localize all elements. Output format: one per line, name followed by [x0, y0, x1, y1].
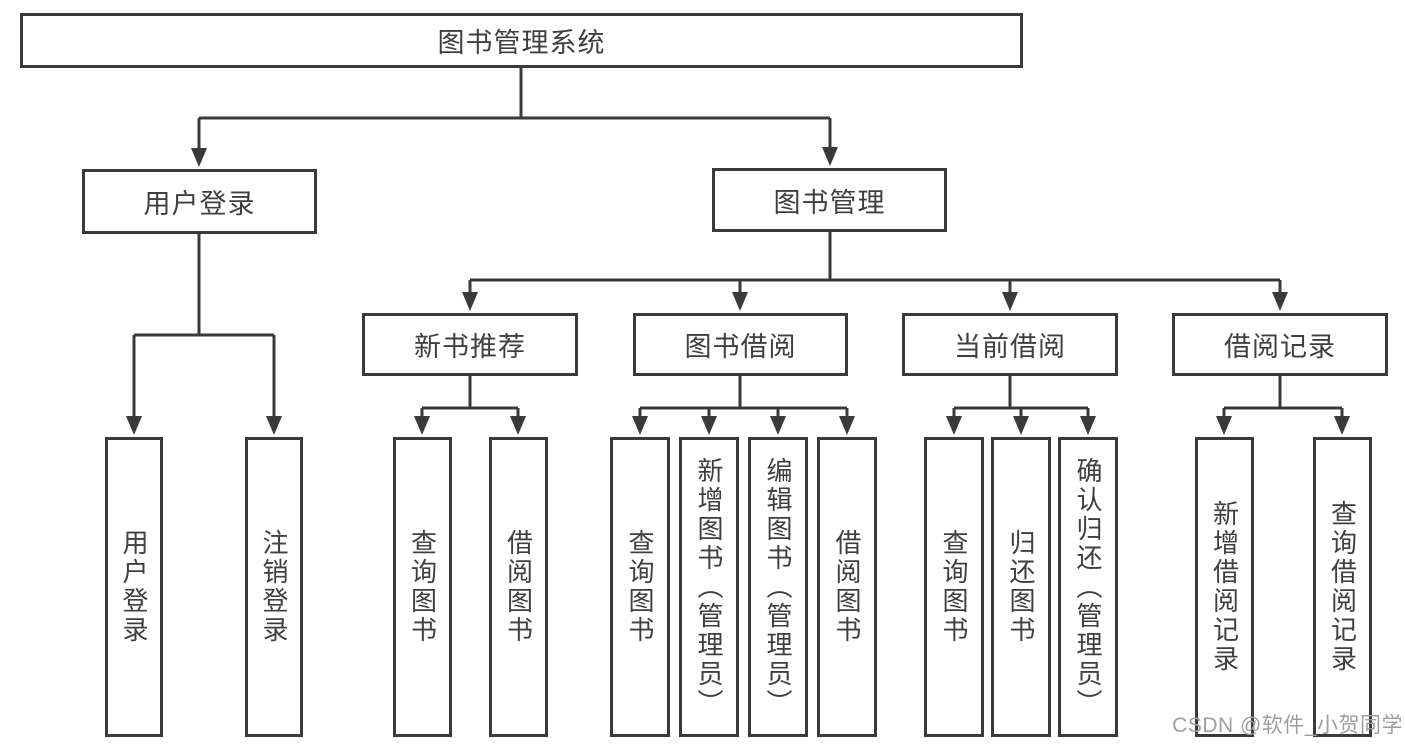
node-book-borrow: 图书借阅: [633, 313, 848, 376]
node-borrow-records: 借阅记录: [1172, 313, 1388, 376]
leaf-label: 查询图书: [407, 529, 438, 645]
leaf-return-books: 归还图书: [991, 437, 1051, 737]
node-user-login-label: 用户登录: [143, 189, 256, 219]
leaf-label: 新增借阅记录: [1209, 500, 1240, 674]
arrowhead: [822, 147, 838, 166]
node-root-label: 图书管理系统: [437, 28, 606, 58]
node-current-borrow: 当前借阅: [902, 313, 1118, 376]
arrowhead: [1002, 292, 1018, 311]
leaf-label: 编辑图书（管理员）: [763, 456, 793, 718]
node-root: 图书管理系统: [20, 13, 1023, 68]
leaf-label: 新增图书（管理员）: [694, 456, 724, 718]
arrowhead: [1080, 416, 1096, 435]
arrowhead: [1216, 416, 1232, 435]
arrowhead: [266, 416, 282, 435]
leaf-label: 归还图书: [1006, 529, 1036, 645]
node-book-mgmt: 图书管理: [712, 168, 947, 232]
arrowhead: [946, 416, 962, 435]
node-user-login: 用户登录: [82, 169, 317, 234]
csdn-watermark: CSDN @软件_小贺同学: [1172, 714, 1403, 737]
leaf-label: 查询图书: [939, 529, 969, 645]
arrowhead: [701, 416, 717, 435]
node-book-borrow-label: 图书借阅: [684, 332, 797, 362]
node-new-book-rec: 新书推荐: [362, 313, 578, 376]
leaf-edit-books-admin: 编辑图书（管理员）: [748, 437, 808, 737]
arrowhead: [126, 416, 142, 435]
connector-user-login-to-leaves: [132, 234, 276, 418]
arrowhead: [770, 416, 786, 435]
leaf-label: 查询借阅记录: [1327, 500, 1358, 674]
leaf-borrow-books-2: 借阅图书: [817, 437, 877, 737]
connector-book-borrow-to-leaves: [638, 376, 849, 418]
leaf-label: 用户登录: [119, 529, 149, 645]
leaf-query-books-3: 查询图书: [924, 437, 984, 737]
connector-root-to-level2: [197, 68, 832, 150]
arrowhead: [839, 416, 855, 435]
leaf-label: 借阅图书: [832, 529, 862, 645]
leaf-label: 注销登录: [259, 529, 289, 645]
leaf-add-books-admin: 新增图书（管理员）: [679, 437, 739, 737]
leaf-logout: 注销登录: [245, 437, 303, 737]
arrowhead: [1013, 416, 1029, 435]
leaf-user-login: 用户登录: [105, 437, 163, 737]
connector-current-borrow-to-leaves: [952, 376, 1090, 418]
connector-new-books-to-leaves: [420, 376, 520, 418]
leaf-label: 借阅图书: [503, 529, 534, 645]
node-new-book-rec-label: 新书推荐: [414, 332, 526, 362]
leaf-query-books-1: 查询图书: [393, 437, 452, 737]
connector-book-mgmt-to-level3: [468, 232, 1282, 294]
arrowhead: [1272, 292, 1288, 311]
arrowhead: [414, 416, 430, 435]
node-borrow-records-label: 借阅记录: [1224, 332, 1336, 362]
arrowhead: [191, 148, 207, 167]
connector-borrow-records-to-leaves: [1222, 376, 1344, 418]
node-current-borrow-label: 当前借阅: [954, 332, 1066, 362]
arrowhead: [732, 292, 748, 311]
leaf-query-books-2: 查询图书: [610, 437, 670, 737]
node-book-mgmt-label: 图书管理: [773, 187, 886, 218]
leaf-query-borrow-record: 查询借阅记录: [1313, 437, 1372, 737]
arrowhead: [1334, 416, 1350, 435]
leaf-label: 查询图书: [625, 529, 655, 645]
leaf-borrow-books-1: 借阅图书: [489, 437, 548, 737]
arrowhead: [510, 416, 526, 435]
arrowhead: [462, 292, 478, 311]
leaf-label: 确认归还（管理员）: [1073, 456, 1103, 718]
leaf-add-borrow-record: 新增借阅记录: [1195, 437, 1254, 737]
arrowhead: [632, 416, 648, 435]
leaf-confirm-return-admin: 确认归还（管理员）: [1058, 437, 1118, 737]
